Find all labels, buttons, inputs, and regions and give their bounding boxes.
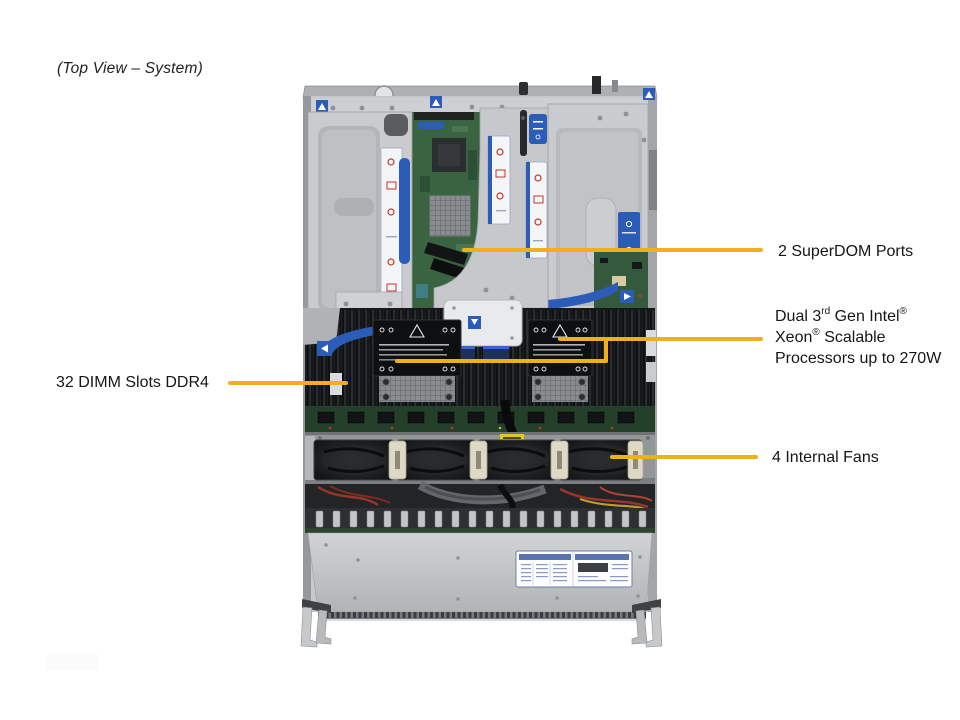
rack-ear-left [300, 599, 332, 648]
callout-label-dimm: 32 DIMM Slots DDR4 [56, 374, 209, 391]
callout-label-superdom: 2 SuperDOM Ports [778, 243, 914, 260]
safety-sticker-icons [316, 88, 655, 112]
riser-instruction-label-1 [487, 135, 511, 225]
cpu-label-line-2: Xeon® Scalable [775, 326, 886, 346]
cpu-label-line-3: Processors up to 270W [775, 350, 942, 367]
callout-line-cpu-lower [395, 359, 608, 363]
chipset [432, 138, 466, 172]
cpu-label-line-1: Dual 3rd Gen Intel® [775, 305, 907, 325]
service-info-label [515, 550, 633, 588]
watermark-faint [47, 654, 99, 670]
callout-line-dimm [228, 381, 348, 385]
left-riser-bracket [307, 111, 413, 346]
page-title: (Top View – System) [57, 60, 203, 77]
chassis-front-edge [318, 612, 646, 621]
fan-region [305, 432, 655, 484]
riser-instruction-label-2 [525, 161, 548, 259]
callout-line-cpu-vertical [604, 337, 608, 363]
motherboard-heatsink [429, 195, 471, 237]
rack-ear-right [631, 599, 663, 648]
fan-2 [396, 439, 476, 481]
callout-line-cpu-horizontal [558, 337, 763, 341]
fan-warning-sticker [500, 434, 524, 442]
callout-line-superdom [462, 248, 763, 252]
center-riser-bracket [433, 107, 549, 309]
drive-latch-row [305, 508, 655, 533]
cable-region [305, 481, 655, 533]
callout-label-fans: 4 Internal Fans [772, 449, 879, 466]
fan-3 [477, 439, 557, 481]
callout-line-fans [610, 455, 758, 459]
callout-label-cpu: Dual 3rd Gen Intel® Xeon® Scalable Proce… [775, 306, 941, 369]
drive-bay-cover-panel [307, 532, 653, 621]
right-riser-bracket [547, 103, 657, 315]
riser-latch-label-blue [529, 114, 547, 144]
motherboard-front-edge [305, 406, 655, 432]
chassis-rear-edge [302, 76, 658, 105]
fan-1 [313, 439, 395, 481]
